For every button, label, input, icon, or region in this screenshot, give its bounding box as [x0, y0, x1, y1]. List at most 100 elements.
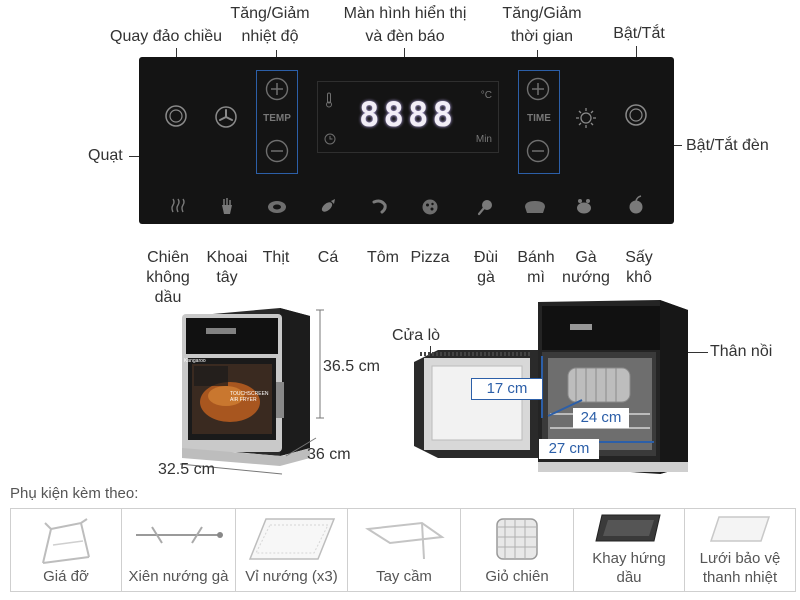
label-door: Cửa lò: [392, 327, 441, 344]
program-icon-1[interactable]: [218, 197, 236, 215]
label-rotate: Quay đảo chiều: [110, 28, 223, 45]
product-label-line1: TOUCHSCREEN: [230, 391, 269, 397]
program-label-2: Thịt: [262, 249, 290, 266]
closed-fryer-illustration: [160, 298, 370, 478]
program-icon-5[interactable]: [421, 198, 439, 216]
min-indicator: Min: [475, 134, 492, 145]
temp-label: TEMP: [263, 113, 291, 124]
plus-icon: [526, 77, 550, 101]
fan-button[interactable]: [214, 105, 238, 129]
heat-guard-icon: [707, 513, 773, 545]
clock-icon: [324, 133, 336, 145]
meat-icon: [268, 201, 286, 213]
label-light: Bật/Tắt đèn: [686, 137, 769, 154]
program-icon-7[interactable]: [523, 199, 547, 215]
product-brand: Kangaroo: [184, 358, 206, 364]
open-fryer-illustration: [410, 296, 695, 478]
fan-icon: [215, 106, 237, 128]
dry-fruit-icon: [629, 195, 643, 214]
accessory-label-6a: Lưới bảo vệ: [699, 550, 781, 567]
roast-chicken-icon: [577, 199, 591, 214]
power-icon: [625, 104, 647, 126]
accessory-label-6b: thanh nhiệt: [702, 569, 778, 586]
accessory-item-6: Lưới bảo vệ thanh nhiệt: [684, 508, 796, 592]
accessory-label-3: Tay cầm: [376, 568, 432, 585]
drumstick-icon: [477, 200, 492, 216]
temp-control-outline: [256, 70, 298, 174]
program-icon-8[interactable]: [574, 197, 594, 215]
label-temp-line2: nhiệt độ: [241, 28, 299, 45]
accessory-item-0: Giá đỡ: [10, 508, 122, 592]
pizza-icon: [422, 199, 438, 215]
time-label: TIME: [527, 113, 551, 124]
light-icon: [576, 108, 596, 128]
accessory-label-5b: dầu: [616, 569, 642, 586]
display-digits: 8888: [359, 95, 457, 135]
dimension-height: 36.5 cm: [323, 358, 380, 375]
inner-height-badge: 17 cm: [471, 378, 543, 400]
accessory-label-1: Xiên nướng gà: [128, 568, 229, 585]
fries-icon: [222, 198, 232, 214]
inner-depth-badge: 24 cm: [573, 408, 629, 428]
program-icon-6[interactable]: [476, 198, 494, 216]
leader-door: [430, 346, 431, 360]
label-power: Bật/Tắt: [613, 25, 665, 42]
accessory-label-4: Giỏ chiên: [485, 568, 549, 585]
celsius-indicator: °C: [480, 90, 492, 101]
shrimp-icon: [372, 199, 387, 214]
program-label-5: Pizza: [410, 249, 450, 266]
accessory-item-3: Tay cầm: [347, 508, 461, 592]
thermometer-icon: [324, 92, 334, 108]
program-icon-2[interactable]: [266, 199, 288, 215]
inner-width-badge: 27 cm: [539, 439, 599, 459]
skewer-icon: [132, 521, 226, 551]
program-label-4: Tôm: [367, 249, 399, 266]
minus-icon: [265, 139, 289, 163]
program-icon-0[interactable]: [169, 197, 187, 215]
accessory-item-5: Khay hứng dầu: [573, 508, 685, 592]
program-label-3: Cá: [317, 249, 339, 266]
power-button[interactable]: [624, 103, 648, 127]
label-display-line2: và đèn báo: [365, 28, 445, 45]
product-label-line2: AIR FRYER: [230, 397, 257, 403]
label-time-line2: thời gian: [510, 28, 574, 45]
light-button[interactable]: [575, 107, 597, 129]
drip-tray-icon: [594, 511, 664, 545]
grill-tray-icon: [246, 515, 338, 563]
display-window: 8888 °C Min: [317, 81, 499, 153]
accessory-item-2: Vỉ nướng (x3): [235, 508, 348, 592]
time-plus-button[interactable]: [526, 77, 550, 101]
accessory-label-5a: Khay hứng: [592, 550, 666, 567]
rotate-button[interactable]: [164, 104, 188, 128]
accessories-title: Phụ kiện kèm theo:: [10, 485, 139, 502]
control-panel: TEMP 8888 °C Min TIME: [139, 57, 674, 224]
dimension-width: 32.5 cm: [158, 461, 215, 478]
time-minus-button[interactable]: [526, 139, 550, 163]
dimension-depth: 36 cm: [307, 446, 351, 463]
accessory-item-4: Giỏ chiên: [460, 508, 574, 592]
steam-icon: [171, 198, 185, 213]
time-control-outline: [518, 70, 560, 174]
temp-minus-button[interactable]: [265, 139, 289, 163]
program-icon-3[interactable]: [319, 197, 337, 215]
accessory-item-1: Xiên nướng gà: [121, 508, 236, 592]
handle-icon: [362, 519, 448, 563]
label-temp-line1: Tăng/Giảm: [230, 5, 310, 22]
program-icon-4[interactable]: [371, 197, 389, 215]
rack-icon: [33, 515, 99, 567]
rotate-icon: [165, 105, 187, 127]
temp-plus-button[interactable]: [265, 77, 289, 101]
leader-body: [686, 352, 708, 353]
basket-icon: [491, 513, 543, 563]
plus-icon: [265, 77, 289, 101]
label-body: Thân nồi: [710, 343, 773, 360]
program-icon-9[interactable]: [627, 195, 645, 215]
label-time-line1: Tăng/Giảm: [502, 5, 582, 22]
accessory-label-0: Giá đỡ: [43, 568, 89, 585]
